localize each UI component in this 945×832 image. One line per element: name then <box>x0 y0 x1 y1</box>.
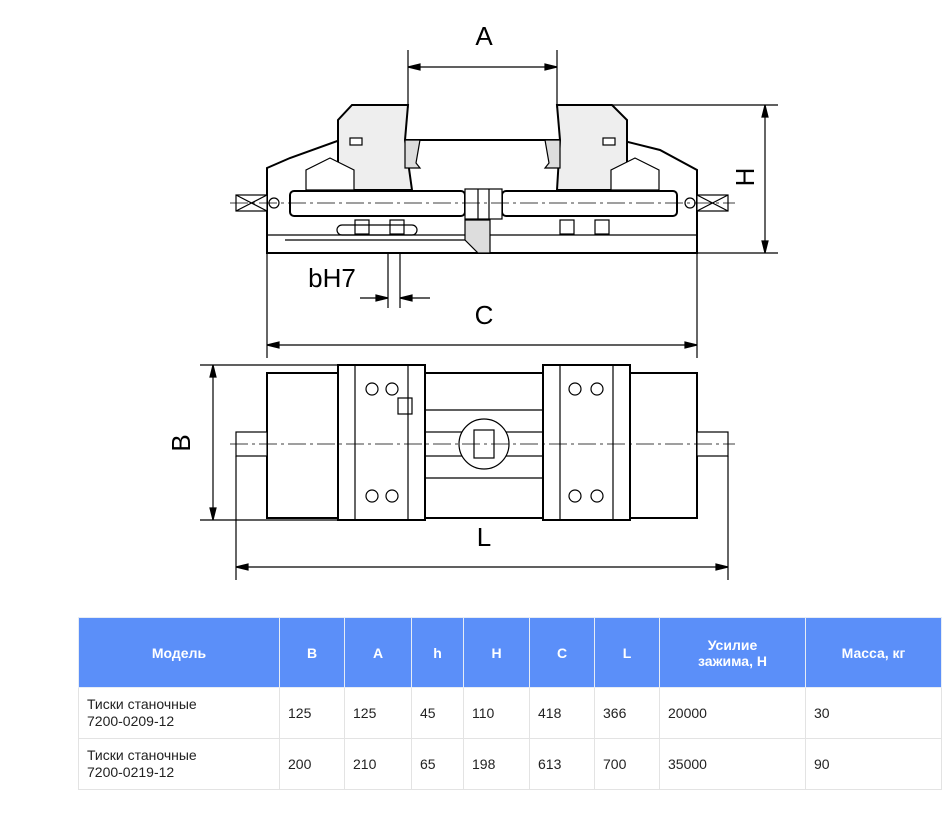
cell-A: 125 <box>344 687 412 739</box>
cell-C: 613 <box>529 738 595 790</box>
cell-H: 110 <box>463 687 530 739</box>
model-code: 7200-0209-12 <box>87 713 175 729</box>
dim-label-bH7: bH7 <box>308 263 356 293</box>
dim-label-H: H <box>730 168 760 187</box>
header-model: Модель <box>78 617 280 688</box>
header-mass: Масса, кг <box>805 617 942 688</box>
top-view: B L <box>166 364 735 580</box>
cell-B: 200 <box>279 738 345 790</box>
cell-A: 210 <box>344 738 412 790</box>
model-code: 7200-0219-12 <box>87 764 175 780</box>
cell-H: 198 <box>463 738 530 790</box>
header-B: B <box>279 617 345 688</box>
cell-force: 20000 <box>659 687 806 739</box>
table-header-row: Модель B A h H C L Усилие зажима, Н Масс… <box>78 617 942 688</box>
side-view: A <box>230 21 778 358</box>
cell-mass: 30 <box>805 687 942 739</box>
dim-label-C: C <box>475 300 494 330</box>
cell-B: 125 <box>279 687 345 739</box>
dim-label-L: L <box>477 522 491 552</box>
header-H: H <box>463 617 530 688</box>
cell-h: 65 <box>411 738 464 790</box>
dim-label-A: A <box>475 21 493 51</box>
cell-C: 418 <box>529 687 595 739</box>
header-L: L <box>594 617 660 688</box>
cell-L: 366 <box>594 687 660 739</box>
cell-h: 45 <box>411 687 464 739</box>
dim-label-B: B <box>166 434 196 451</box>
cell-mass: 90 <box>805 738 942 790</box>
specifications-table: Модель B A h H C L Усилие зажима, Н Масс… <box>78 617 942 790</box>
header-C: C <box>529 617 595 688</box>
vise-technical-drawing: A <box>166 21 778 580</box>
cell-L: 700 <box>594 738 660 790</box>
model-name: Тиски станочные <box>87 696 197 712</box>
header-A: A <box>344 617 412 688</box>
header-h: h <box>411 617 464 688</box>
header-clamping-force: Усилие зажима, Н <box>659 617 806 688</box>
model-name: Тиски станочные <box>87 747 197 763</box>
cell-force: 35000 <box>659 738 806 790</box>
